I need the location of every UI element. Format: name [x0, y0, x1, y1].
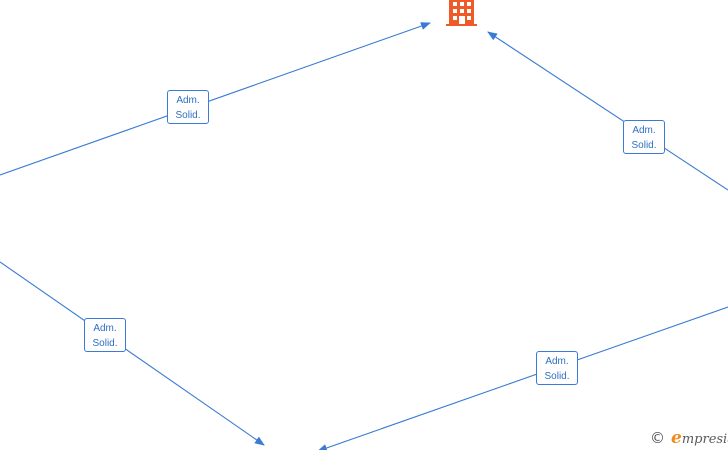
edge-label-right-top[interactable]: Adm. Solid. [623, 120, 665, 154]
building-icon[interactable] [446, 0, 477, 26]
edge-label-line2: Solid. [544, 371, 570, 382]
edge-label-line2: Solid. [175, 110, 201, 121]
edge-label-line2: Solid. [92, 338, 118, 349]
edge-left-to-bottom[interactable] [0, 261, 265, 446]
edge-label-line1: Adm. [632, 125, 656, 136]
edge-label-left-bottom[interactable]: Adm. Solid. [84, 318, 126, 352]
edge-label-line1: Adm. [545, 356, 569, 367]
brand-logo-text: mpresia [681, 432, 728, 447]
edge-label-right-bottom[interactable]: Adm. Solid. [536, 351, 578, 385]
brand-logo: empresia [671, 428, 728, 448]
brand-watermark: © empresia [650, 428, 728, 448]
edge-right-to-bottom[interactable] [317, 306, 728, 450]
edge-label-left-top[interactable]: Adm. Solid. [167, 90, 209, 124]
edge-right-to-top[interactable] [487, 31, 728, 191]
brand-logo-initial: e [671, 428, 682, 448]
edge-label-line2: Solid. [631, 140, 657, 151]
copyright-icon: © [650, 429, 665, 447]
edge-label-line1: Adm. [93, 323, 117, 334]
edge-left-to-top[interactable] [0, 22, 431, 176]
edge-label-line1: Adm. [176, 95, 200, 106]
